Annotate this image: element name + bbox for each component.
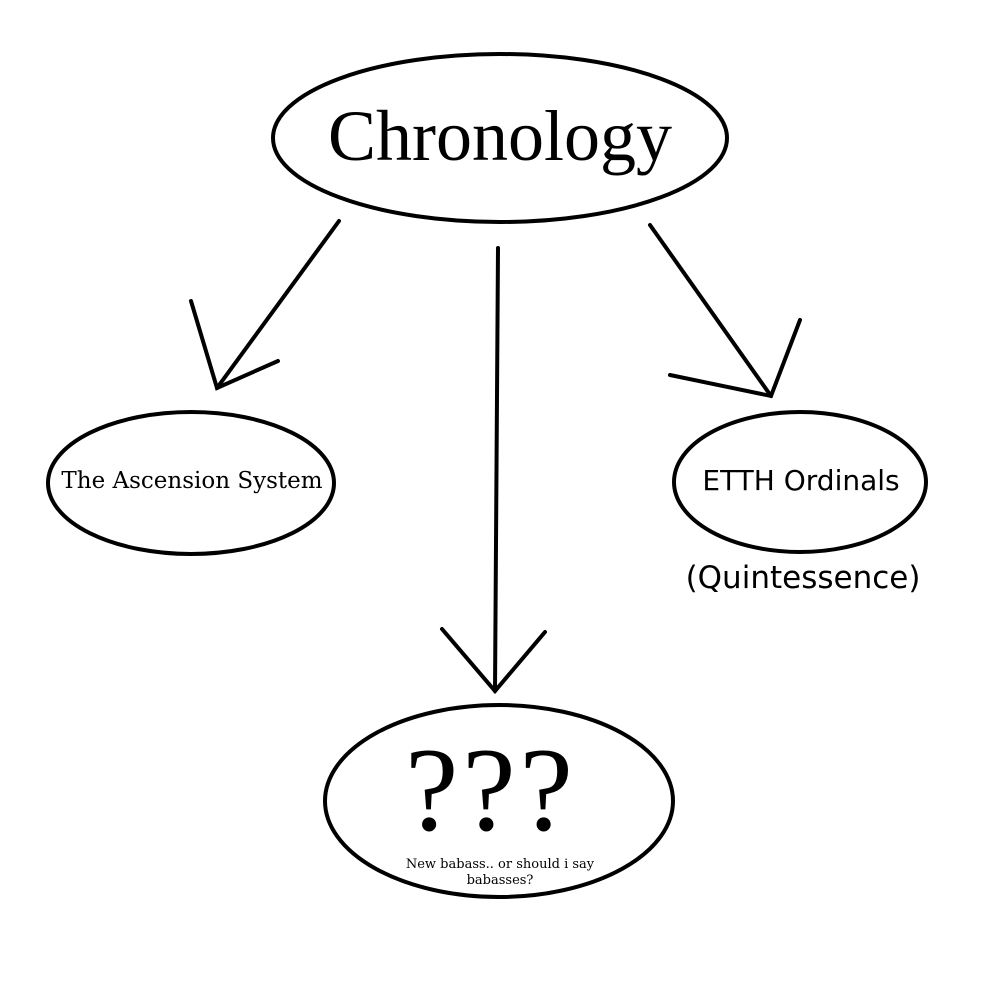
bottom-node-ellipse (323, 703, 675, 899)
root-node-ellipse (271, 52, 729, 224)
right-node-sublabel: (Quintessence) (685, 560, 921, 596)
edge-root-to-left (189, 219, 341, 391)
edge-root-to-right (648, 223, 802, 399)
right-node-label: ETTH Ordinals (702, 464, 900, 497)
right-node-ellipse (672, 410, 928, 554)
root-node-label: Chronology (327, 96, 672, 176)
left-node-label: The Ascension System (61, 468, 323, 494)
bottom-node-note: New babass.. or should i say babasses? (405, 857, 595, 888)
edge-root-to-bottom (440, 246, 547, 695)
bottom-node-label: ??? (405, 723, 577, 856)
left-node-ellipse (46, 410, 336, 556)
